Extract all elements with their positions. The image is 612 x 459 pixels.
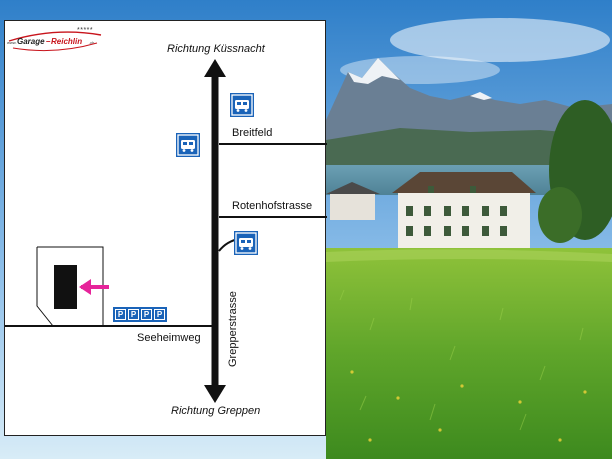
south-arrowhead <box>204 385 226 403</box>
bus-stop-icon <box>234 231 258 255</box>
direction-north-label: Richtung Küssnacht <box>167 43 265 55</box>
location-map: Richtung Küssnacht Richtung Greppen Brei… <box>4 20 327 436</box>
garage-reichlin-logo: ***** www. Garage – Reichlin .ch <box>7 27 102 52</box>
bus-stop-icon <box>230 93 254 117</box>
bus-stop-icon <box>176 133 200 157</box>
parking-sign-icon: P <box>128 309 139 320</box>
parking-sign-icon: P <box>154 309 165 320</box>
svg-text:*****: ***** <box>77 27 93 34</box>
rotenhofstrasse-label: Rotenhofstrasse <box>232 200 313 212</box>
garage-property-outline <box>36 246 104 327</box>
parking-sign-strip: P P P P <box>113 307 167 322</box>
road-network <box>5 59 327 403</box>
north-arrowhead <box>204 59 226 77</box>
seeheimweg-label: Seeheimweg <box>137 332 201 344</box>
svg-text:www.: www. <box>7 40 17 45</box>
grepperstrasse-label: Grepperstrasse <box>227 291 239 367</box>
svg-text:Garage: Garage <box>17 37 45 46</box>
garage-building <box>54 265 77 309</box>
parking-sign-icon: P <box>141 309 152 320</box>
direction-south-label: Richtung Greppen <box>171 405 261 417</box>
svg-text:Reichlin: Reichlin <box>51 37 82 46</box>
breitfeld-label: Breitfeld <box>232 127 273 139</box>
svg-text:.ch: .ch <box>89 40 94 45</box>
parking-sign-icon: P <box>115 309 126 320</box>
svg-text:–: – <box>46 37 51 46</box>
pink-location-arrow-icon <box>79 279 109 295</box>
